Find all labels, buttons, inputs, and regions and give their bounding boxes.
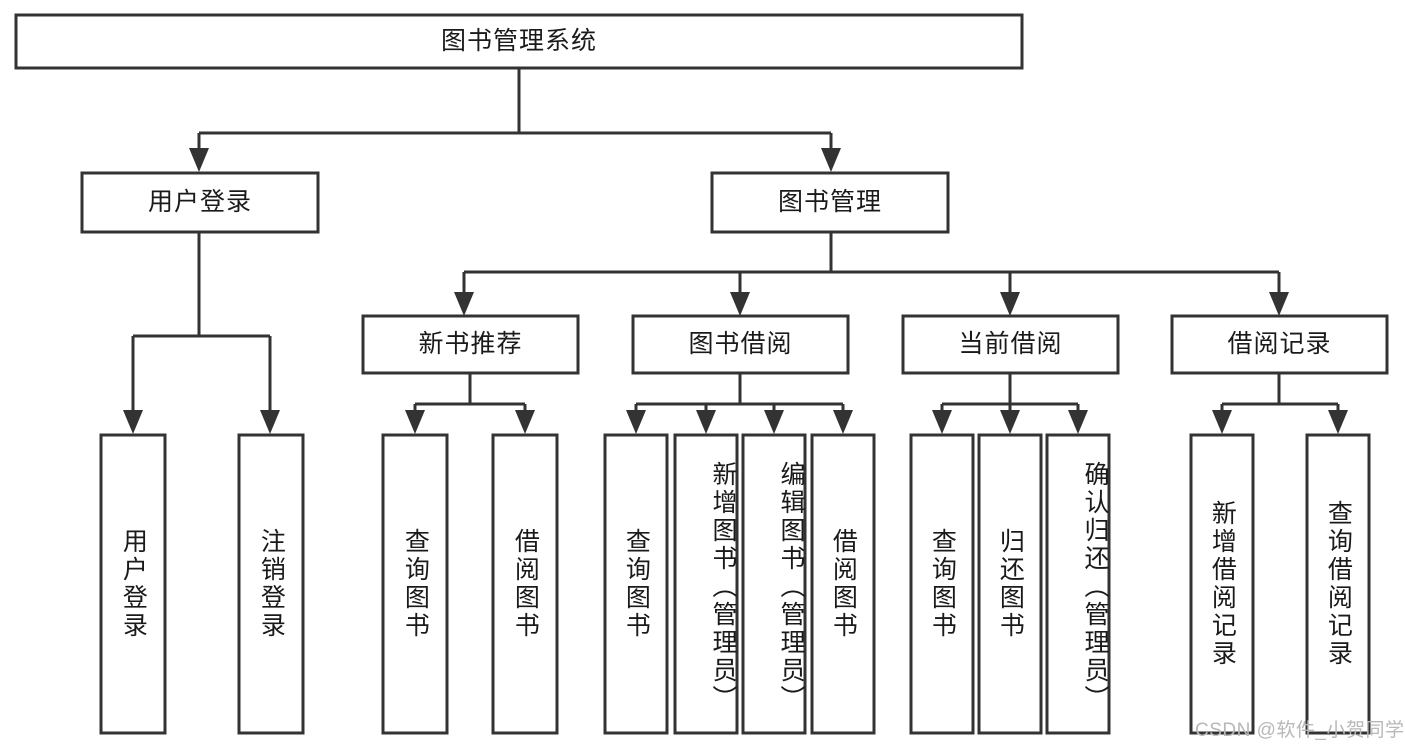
node-box-leaf-borrowrecord-1[interactable] (1305, 433, 1371, 735)
node-box-user-login[interactable] (80, 171, 320, 234)
node-box-current-borrow[interactable] (901, 314, 1120, 375)
node-box-leaf-currentborrow-0[interactable] (909, 433, 975, 735)
watermark-text: CSDN @软件_小贺同学 (1195, 720, 1405, 741)
node-box-leaf-newbook-1[interactable] (491, 433, 559, 735)
connector-bookmgmt-to-level3 (454, 232, 1289, 316)
node-box-leaf-currentborrow-1[interactable] (977, 433, 1043, 735)
node-box-borrow-record[interactable] (1170, 314, 1389, 375)
connector-borrowrecord-to-leaves (1212, 373, 1348, 434)
node-box-new-book-recommend[interactable] (361, 314, 580, 375)
node-box-root[interactable] (14, 13, 1024, 70)
node-box-book-borrow[interactable] (631, 314, 850, 375)
node-box-leaf-bookborrow-2[interactable] (741, 433, 807, 735)
node-box-leaf-bookborrow-0[interactable] (603, 433, 669, 735)
connector-bookborrow-to-leaves (626, 373, 853, 434)
connector-currentborrow-to-leaves (932, 373, 1088, 434)
node-box-leaf-newbook-0[interactable] (381, 433, 449, 735)
node-box-book-management[interactable] (710, 171, 950, 234)
node-box-leaf-user-login-1[interactable] (237, 433, 305, 735)
connector-userlogin-to-leaves (123, 232, 280, 434)
node-box-leaf-bookborrow-3[interactable] (810, 433, 876, 735)
node-box-leaf-user-login-0[interactable] (99, 433, 167, 735)
node-box-leaf-currentborrow-2[interactable] (1045, 433, 1111, 735)
node-box-leaf-borrowrecord-0[interactable] (1189, 433, 1255, 735)
connector-root-to-level2 (189, 68, 841, 172)
connector-newbook-to-leaves (405, 373, 535, 434)
node-box-leaf-bookborrow-1[interactable] (673, 433, 739, 735)
